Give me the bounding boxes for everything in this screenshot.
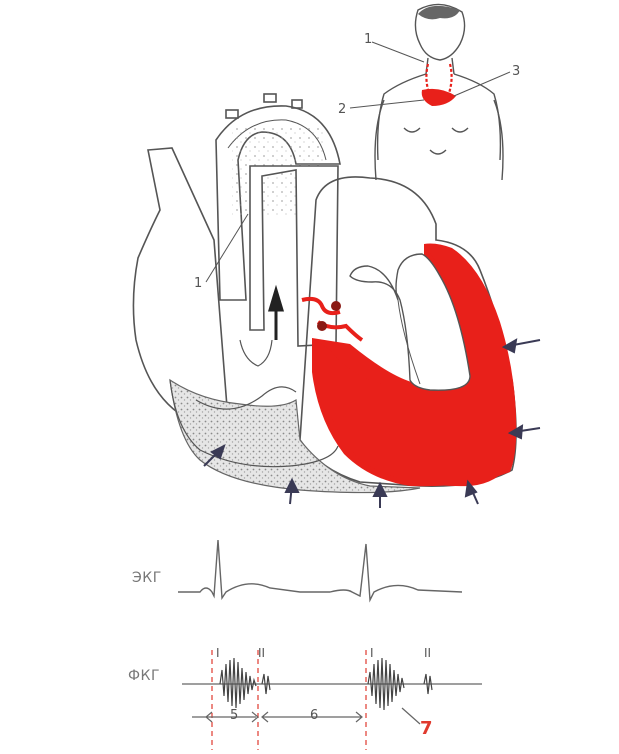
- label-1-heart: 1: [194, 276, 203, 291]
- tone-1-a: I: [216, 646, 220, 660]
- pcg-burst-1: [219, 657, 257, 709]
- label-1-torso: 1: [364, 32, 373, 47]
- arrow-bottom-right: [464, 479, 479, 505]
- leader-7: [401, 707, 421, 725]
- ecg-label: ЭКГ: [132, 570, 162, 586]
- tone-2-a: II: [258, 646, 266, 660]
- label-5: 5: [230, 708, 239, 723]
- arrow-right-lower: [507, 424, 541, 440]
- arrow-right-upper: [501, 338, 541, 354]
- label-6: 6: [310, 708, 319, 723]
- leader-1-torso: [371, 41, 425, 63]
- arrow-bottom-left: [203, 444, 226, 467]
- arch-branch-2: [263, 93, 277, 103]
- pcg-burst-3: [367, 657, 405, 711]
- pcg-burst-4: [423, 673, 433, 695]
- mitral-valve-lines: [397, 299, 421, 385]
- arrow-bottom-2: [372, 481, 388, 508]
- pcg-label: ФКГ: [128, 668, 161, 684]
- leader-2-torso: [349, 99, 425, 109]
- external-arrows: [203, 338, 541, 508]
- red-flow-arrow-1: [301, 296, 341, 316]
- hair: [418, 5, 460, 20]
- tone-2-b: II: [424, 646, 432, 660]
- right-atrium-outline: [169, 379, 339, 468]
- arch-branch-3: [291, 99, 303, 109]
- inner-chamber-white: [349, 253, 471, 391]
- torso-outline: [376, 73, 502, 161]
- leader-3-torso: [453, 71, 511, 97]
- valve-dot-1: [331, 301, 341, 311]
- interval-5-arrows: [192, 711, 259, 723]
- neck-vessels: [425, 63, 453, 97]
- chest-lines: [403, 127, 469, 155]
- torso-figure: [349, 3, 511, 181]
- left-ventricle-red-main: [312, 243, 517, 487]
- arm-lines: [374, 99, 504, 181]
- septum-line: [195, 386, 297, 410]
- arrow-bottom-1: [284, 477, 300, 505]
- pcg-trace: [182, 650, 482, 750]
- arch-branch-1: [225, 109, 239, 119]
- torso-heart-red: [421, 88, 456, 106]
- pulmonary-valve-shape: [239, 339, 273, 367]
- label-7: 7: [420, 718, 433, 739]
- valve-dot-2: [317, 321, 327, 331]
- label-3-torso: 3: [512, 64, 521, 79]
- label-2-torso: 2: [338, 102, 347, 117]
- ecg-line: [178, 539, 463, 603]
- tone-1-b: I: [370, 646, 374, 660]
- ecg-trace: [178, 539, 463, 603]
- black-up-arrow: [267, 284, 285, 340]
- heart-cross-section: [132, 93, 517, 494]
- leader-1-heart: [205, 213, 249, 283]
- pcg-burst-2: [261, 673, 271, 695]
- interval-6-arrows: [261, 711, 363, 723]
